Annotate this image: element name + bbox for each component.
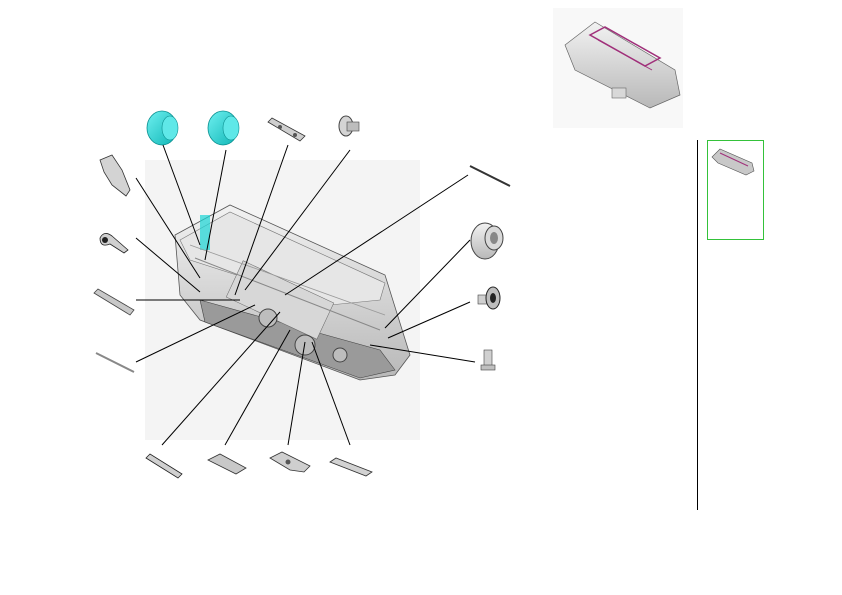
pin-bushing — [480, 349, 496, 371]
lever-arm — [99, 233, 129, 254]
shaft-bracket — [267, 117, 306, 142]
long-rod-right — [469, 165, 511, 187]
side-frame-bracket — [99, 154, 131, 197]
guide-rail-bottom — [145, 453, 183, 479]
gray-roller — [470, 222, 504, 260]
rod — [95, 352, 135, 373]
main-fuser-assembly — [174, 204, 411, 381]
leader-lines — [135, 144, 476, 446]
assembly-overview-thumbnail — [553, 8, 683, 128]
cyan-roller-right — [207, 110, 240, 146]
part-preview-selection-box[interactable] — [707, 140, 764, 240]
guide-plate — [93, 288, 135, 316]
cyan-roller-left — [146, 110, 179, 146]
panel-divider — [697, 140, 698, 510]
holder-bottom — [269, 451, 311, 473]
gear-bushing — [338, 115, 360, 137]
cover-plate-bottom — [207, 453, 247, 475]
part-preview-image — [711, 148, 755, 176]
spring-plate-bottom — [329, 457, 373, 477]
gear-flange — [477, 286, 501, 310]
